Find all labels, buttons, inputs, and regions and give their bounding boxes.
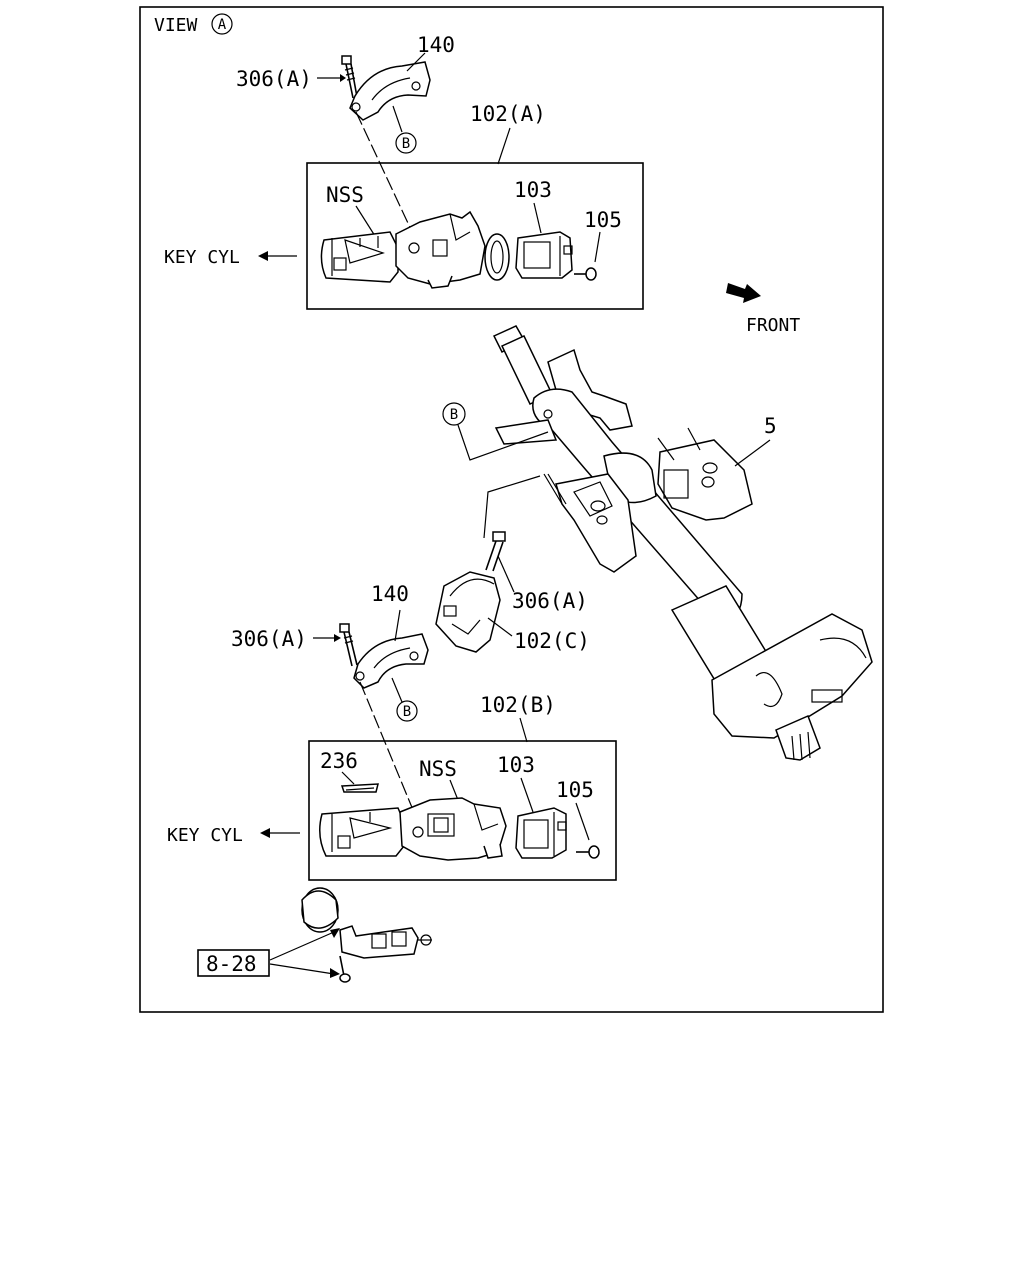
screw-105-top [574,267,597,281]
ref-8-28: 8-28 [206,952,257,976]
bracket-140-top [349,61,431,121]
callout-nss-bottom: NSS [419,757,457,781]
b-marker-bottom-text: B [403,704,411,720]
callout-102c: 102(C) [514,629,590,653]
callout-105-top: 105 [584,208,622,232]
ignition-switch-102c [435,571,501,653]
callout-306-mid: 306(A) [512,589,588,613]
b-marker-mid: B [442,402,466,426]
view-letter: A [218,17,227,33]
bracket-140-bottom [353,633,429,689]
screw-105-bottom [576,845,600,859]
callout-140-bottom: 140 [371,582,409,606]
bolt-306-bottom [339,623,358,667]
b-marker-mid-text: B [450,407,458,423]
key-236 [340,783,379,793]
callout-103-top: 103 [514,178,552,202]
retainer-ring-top [484,233,510,281]
assembly-box-b [308,740,617,881]
ignition-housing-top [395,210,486,289]
callout-306-top: 306(A) [236,67,312,91]
callout-236: 236 [320,749,358,773]
switch-103-top [515,231,573,279]
assembly-box-a [306,162,644,310]
callout-102a: 102(A) [470,102,546,126]
steering-column [492,325,873,761]
ignition-housing-bottom [399,797,507,861]
callout-102b: 102(B) [480,693,556,717]
key-cyl-label-bottom: KEY CYL [167,825,243,846]
b-marker-top: B [395,132,417,154]
key-cylinder-top [320,231,399,283]
b-marker-top-text: B [402,136,410,152]
bolt-306-top [341,55,358,99]
view-label: VIEW [154,15,198,36]
view-letter-marker: A [211,13,233,35]
callout-103-bottom: 103 [497,753,535,777]
callout-5: 5 [764,414,777,438]
callout-105-bottom: 105 [556,778,594,802]
immobilizer-ring [301,887,339,933]
key-cyl-label-top: KEY CYL [164,247,240,268]
switch-103-bottom [515,807,567,859]
key-cylinder-bottom [319,807,405,857]
callout-140-top: 140 [417,33,455,57]
front-arrow-icon [726,283,761,303]
immobilizer-screw [339,955,351,983]
b-marker-bottom: B [396,700,418,722]
immobilizer-harness [339,925,432,959]
callout-nss-top: NSS [326,183,364,207]
diagram-frame [139,6,884,1013]
front-label: FRONT [746,315,800,336]
ref-box-8-28 [197,949,270,977]
callout-306-bottom: 306(A) [231,627,307,651]
